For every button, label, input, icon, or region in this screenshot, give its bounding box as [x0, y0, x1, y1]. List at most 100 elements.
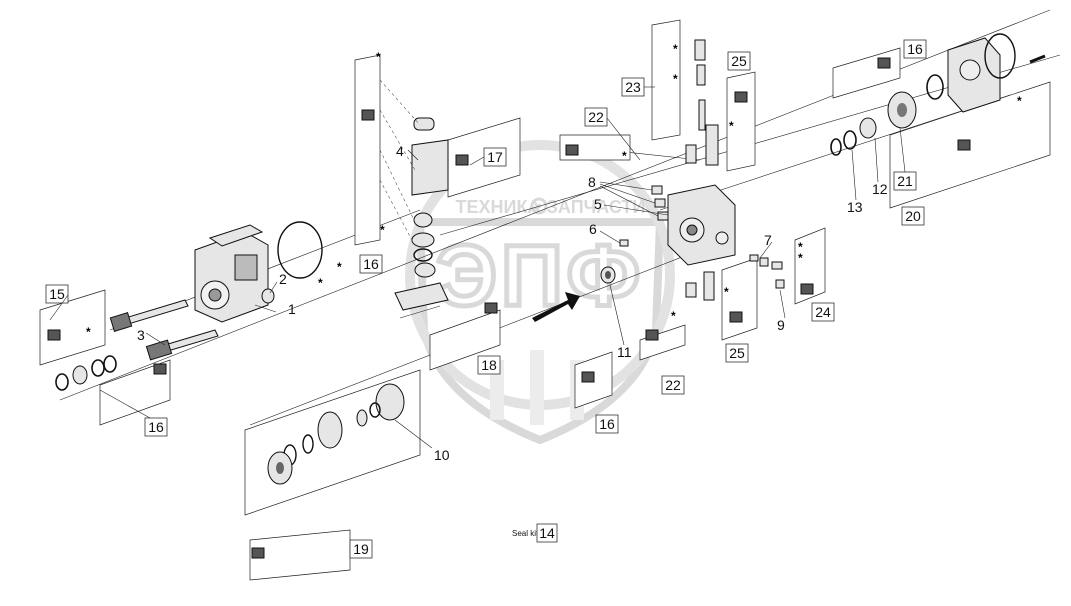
leader-lines: [49, 79, 906, 449]
svg-text:*: *: [671, 309, 676, 323]
label-3: 3: [137, 327, 145, 343]
svg-text:*: *: [673, 72, 678, 86]
svg-text:*: *: [376, 50, 381, 64]
svg-text:21: 21: [897, 173, 913, 189]
panel-23: [651, 19, 681, 141]
svg-text:16: 16: [907, 41, 923, 57]
callout-box-21: 21: [893, 171, 917, 191]
callout-box-22-top: 22: [584, 107, 608, 127]
part-shaft-seals: [55, 355, 117, 391]
svg-text:25: 25: [729, 345, 745, 361]
part-control-valve-stack: [411, 117, 449, 278]
callout-box-25-top: 25: [727, 51, 751, 71]
watermark-wheat-icon: [490, 350, 584, 425]
part-valve-7: [749, 254, 785, 289]
callout-box-16-vertical: 16: [359, 254, 383, 274]
callout-box-16-bottom-left: 16: [144, 417, 168, 437]
svg-text:16: 16: [148, 419, 164, 435]
part-drive-shaft-upper: [109, 299, 189, 332]
svg-text:*: *: [724, 285, 729, 299]
part-relief-valve-23: [685, 39, 719, 166]
part-plug-6: [619, 239, 629, 247]
label-8: 8: [588, 174, 596, 190]
svg-text:*: *: [729, 119, 734, 133]
callout-box-25-bottom: 25: [725, 343, 749, 363]
label-10: 10: [434, 447, 450, 463]
svg-text:22: 22: [588, 109, 604, 125]
label-5: 5: [594, 196, 602, 212]
part-gear-pump-components: [830, 74, 944, 156]
callout-box-18: 18: [477, 355, 501, 375]
svg-text:*: *: [86, 325, 91, 339]
svg-text:18: 18: [481, 357, 497, 373]
panel-18: [429, 302, 501, 371]
label-11: 11: [617, 344, 632, 360]
panel-16-top-right: [832, 47, 901, 99]
svg-text:16: 16: [599, 416, 615, 432]
svg-text:16: 16: [363, 256, 379, 272]
part-pump-housing: [194, 224, 269, 323]
svg-text:14: 14: [539, 525, 555, 541]
watermark-text-right: ЗАПЧАСТИ: [547, 197, 646, 217]
part-orifice-11: [600, 266, 616, 284]
watermark-text-left: ТЕХНИКА: [456, 197, 541, 217]
label-4: 4: [396, 143, 404, 159]
part-end-cover: [667, 184, 736, 266]
svg-text:*: *: [318, 276, 323, 290]
panel-15: [39, 289, 106, 366]
callout-box-16-center: 16: [595, 414, 619, 434]
svg-text:*: *: [673, 42, 678, 56]
label-13: 13: [847, 199, 863, 215]
svg-text:22: 22: [665, 377, 681, 393]
panel-22-bottom: [639, 324, 686, 361]
callout-box-17: 17: [483, 147, 507, 167]
part-cap: [261, 288, 275, 304]
label-7: 7: [764, 232, 772, 248]
part-adapter-9: [685, 271, 715, 301]
svg-text:*: *: [798, 240, 803, 254]
panel-16-vertical: [354, 54, 381, 246]
callout-box-24: 24: [811, 302, 835, 322]
callout-box-14: Seal kit 14: [512, 523, 558, 543]
label-9: 9: [777, 317, 785, 333]
panel-16-center: [574, 351, 613, 409]
part-charge-pump-housing: [947, 33, 1046, 113]
svg-text:23: 23: [625, 79, 641, 95]
asterisk-markers: * * * * * * * * * * * * * *: [86, 42, 1022, 339]
seal-kit-label: Seal kit: [512, 529, 539, 538]
panel-25-top: [726, 71, 756, 172]
svg-text:*: *: [380, 223, 385, 237]
callout-box-15: 15: [45, 284, 69, 304]
label-2: 2: [279, 271, 287, 287]
svg-text:*: *: [622, 149, 627, 163]
svg-text:25: 25: [731, 53, 747, 69]
panel-16-bottom-left: [99, 359, 171, 426]
part-valve-block: [394, 282, 449, 319]
part-o-ring-large: [277, 221, 323, 279]
callout-box-22-bottom: 22: [661, 375, 685, 395]
label-12: 12: [872, 181, 888, 197]
flow-arrow-icon: [532, 292, 580, 322]
svg-text:19: 19: [353, 541, 369, 557]
callout-box-16-top-right: 16: [903, 39, 927, 59]
label-1: 1: [288, 301, 296, 317]
panel-22-top: [559, 134, 631, 161]
callout-box-19: 19: [349, 539, 373, 559]
part-number-labels: 1 2 3 4 5 6 7 8 9 10 11 12 13: [137, 143, 888, 463]
svg-text:24: 24: [815, 304, 831, 320]
svg-text:*: *: [1017, 94, 1022, 108]
part-drive-shaft-lower: [145, 329, 219, 361]
callout-box-20: 20: [901, 206, 925, 226]
svg-text:*: *: [337, 260, 342, 274]
svg-text:17: 17: [487, 149, 503, 165]
svg-text:20: 20: [905, 208, 921, 224]
svg-text:*: *: [798, 251, 803, 265]
svg-text:15: 15: [49, 286, 65, 302]
panel-25-bottom: [721, 257, 758, 341]
part-rotating-group: [267, 383, 405, 485]
callout-box-23: 23: [621, 77, 645, 97]
panel-24: [794, 227, 826, 305]
label-6: 6: [589, 221, 597, 237]
